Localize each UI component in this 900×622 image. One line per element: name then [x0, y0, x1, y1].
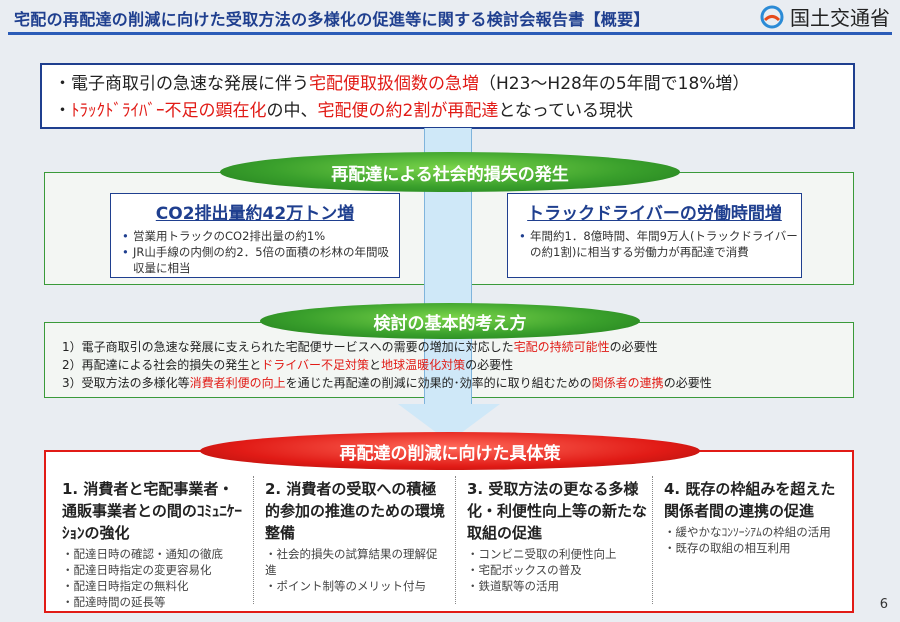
measure-item: ・配達日時指定の無料化	[62, 579, 189, 593]
basic-approach-list: 1）電子商取引の急速な発展に支えられた宅配便サービスへの需要の増加に対応した宅配…	[62, 338, 712, 392]
measure-item: ・コンビニ受取の利便性向上	[467, 547, 617, 561]
measure-item: ・配達時間の延長等	[62, 595, 166, 609]
approach-line-3: 3）受取方法の多様化等消費者利便の向上を通じた再配達の削減に効果的･効率的に取り…	[62, 376, 712, 390]
column-divider	[455, 476, 456, 604]
page-title: 宅配の再配達の削減に向けた受取方法の多様化の促進等に関する検討会報告書【概要】	[14, 10, 650, 29]
measure-title: 4. 既存の枠組みを超えた関係者間の連携の促進	[664, 480, 836, 520]
column-divider	[253, 476, 254, 604]
measure-title: 2. 消費者の受取への積極的参加の推進のための環境整備	[265, 480, 446, 542]
measure-item: ・既存の取組の相互利用	[664, 541, 791, 555]
measure-title: 3. 受取方法の更なる多様化・利便性向上等の新たな取組の促進	[467, 480, 648, 542]
co2-loss-item: JR山手線の内側の約2．5倍の面積の杉林の年間吸収量に相当	[122, 244, 399, 276]
page-number: 6	[879, 597, 888, 612]
measure-item: ・宅配ボックスの普及	[467, 563, 582, 577]
measure-title: 1. 消費者と宅配事業者・通販事業者との間のｺﾐｭﾆｹｰｼｮﾝの強化	[62, 480, 242, 542]
ministry-logo: 国土交通省	[760, 2, 890, 31]
driver-hours-box: トラックドライバーの労働時間増 年間約1．8億時間、年間9万人(トラックドライバ…	[507, 193, 802, 278]
driver-hours-heading: トラックドライバーの労働時間増	[527, 204, 782, 224]
ministry-logo-icon	[760, 5, 784, 28]
approach-line-1: 1）電子商取引の急速な発展に支えられた宅配便サービスへの需要の増加に対応した宅配…	[62, 340, 658, 354]
co2-loss-item: 営業用トラックのCO2排出量の約1%	[122, 228, 399, 244]
summary-line-2: ・ﾄﾗｯｸﾄﾞﾗｲﾊﾞｰ不足の顕在化の中、宅配便の約2割が再配達となっている現状	[54, 101, 633, 121]
measure-item: ・配達日時指定の変更容易化	[62, 563, 212, 577]
measure-item: ・緩やかなｺﾝｿｰｼｱﾑの枠組の活用	[664, 525, 831, 539]
column-divider	[652, 476, 653, 604]
measure-3: 3. 受取方法の更なる多様化・利便性向上等の新たな取組の促進 ・コンビニ受取の利…	[467, 478, 647, 594]
situation-summary: ・電子商取引の急速な発展に伴う宅配便取扱個数の急増（H23～H28年の5年間で1…	[40, 63, 855, 129]
measure-item: ・社会的損失の試算結果の理解促進	[265, 547, 438, 577]
measure-1: 1. 消費者と宅配事業者・通販事業者との間のｺﾐｭﾆｹｰｼｮﾝの強化 ・配達日時…	[62, 478, 242, 610]
measure-item: ・配達日時の確認・通知の徹底	[62, 547, 223, 561]
measures-section	[44, 450, 854, 613]
measure-4: 4. 既存の枠組みを超えた関係者間の連携の促進 ・緩やかなｺﾝｿｰｼｱﾑの枠組の…	[664, 478, 844, 556]
co2-loss-box: CO2排出量約42万トン増 営業用トラックのCO2排出量の約1% JR山手線の内…	[110, 193, 400, 278]
basic-approach-heading: 検討の基本的考え方	[260, 303, 640, 339]
measure-item: ・鉄道駅等の活用	[467, 579, 559, 593]
ministry-name: 国土交通省	[790, 6, 890, 30]
social-loss-heading: 再配達による社会的損失の発生	[220, 152, 680, 192]
measure-2: 2. 消費者の受取への積極的参加の推進のための環境整備 ・社会的損失の試算結果の…	[265, 478, 445, 594]
measures-heading: 再配達の削減に向けた具体策	[200, 432, 700, 470]
header-divider	[8, 32, 892, 35]
approach-line-2: 2）再配達による社会的損失の発生とドライバー不足対策と地球温暖化対策の必要性	[62, 358, 514, 372]
co2-loss-heading: CO2排出量約42万トン増	[155, 204, 355, 224]
measure-item: ・ポイント制等のメリット付与	[265, 579, 426, 593]
summary-line-1: ・電子商取引の急速な発展に伴う宅配便取扱個数の急増（H23～H28年の5年間で1…	[54, 74, 750, 94]
driver-hours-item: 年間約1．8億時間、年間9万人(トラックドライバーの約1割)に相当する労働力が再…	[519, 228, 801, 260]
